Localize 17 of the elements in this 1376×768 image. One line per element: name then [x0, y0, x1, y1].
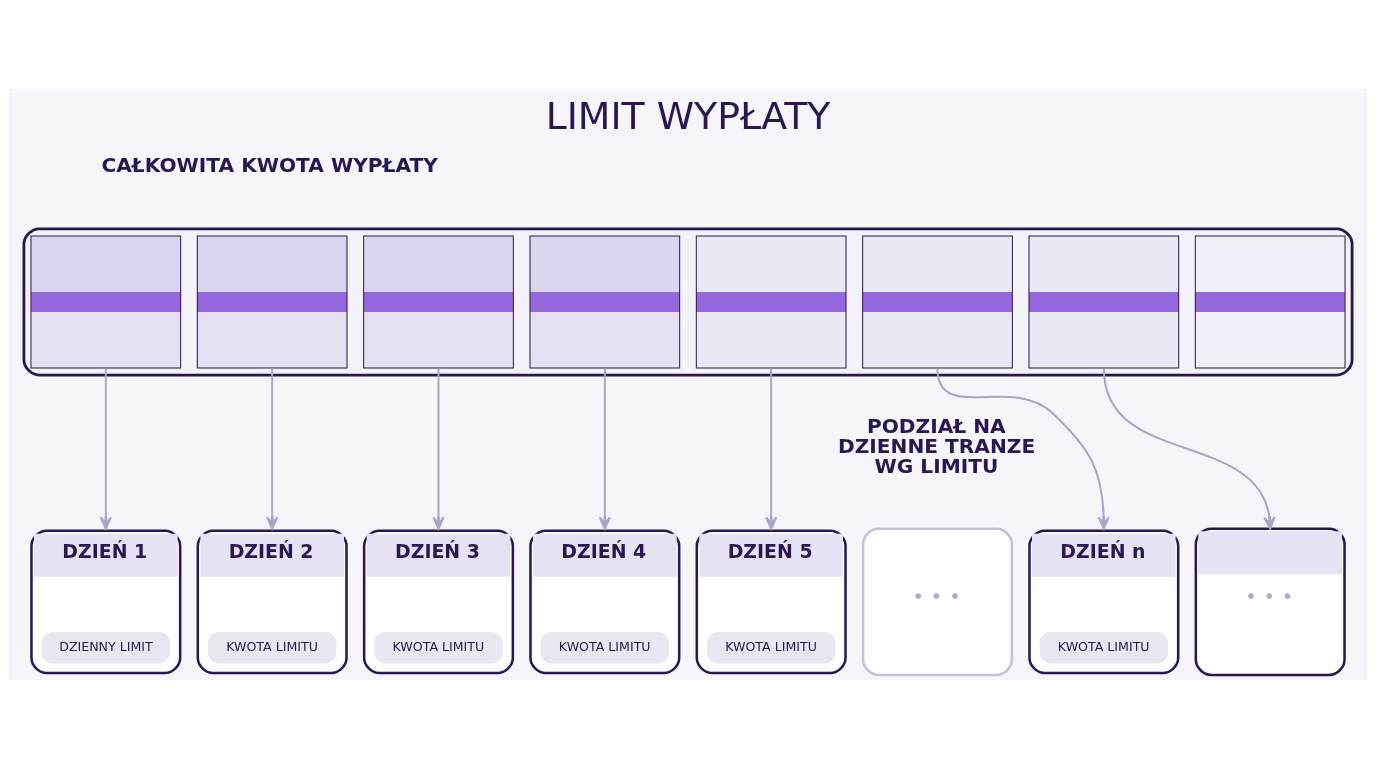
node-box: DZIEŃ 2 KWOTA LIMITU	[196, 528, 348, 674]
arrow	[99, 368, 112, 530]
node-box: DZIEŃ 5 KWOTA LIMITU	[695, 528, 847, 674]
node-box: • • •	[861, 527, 1014, 676]
arrow	[432, 368, 445, 530]
arrow	[598, 368, 611, 530]
diagram-title: LIMIT WYPŁATY	[545, 93, 831, 138]
node-box: DZIEŃ 3 KWOTA LIMITU	[362, 528, 515, 674]
node-box: DZIEŃ n KWOTA LIMITU	[1028, 528, 1180, 674]
arrow	[266, 368, 279, 530]
arrow	[765, 368, 778, 530]
label: PODZIAŁ NA DZIENNE TRANZE WG LIMITU	[837, 413, 1036, 478]
arrow	[936, 368, 1110, 530]
arrow	[1102, 368, 1276, 530]
node-box: DZIEŃ 1 DZIENNY LIMIT	[30, 528, 182, 674]
node-box: DZIEŃ 4 KWOTA LIMITU	[529, 528, 681, 674]
label: CAŁKOWITA KWOTA WYPŁATY	[101, 152, 438, 177]
